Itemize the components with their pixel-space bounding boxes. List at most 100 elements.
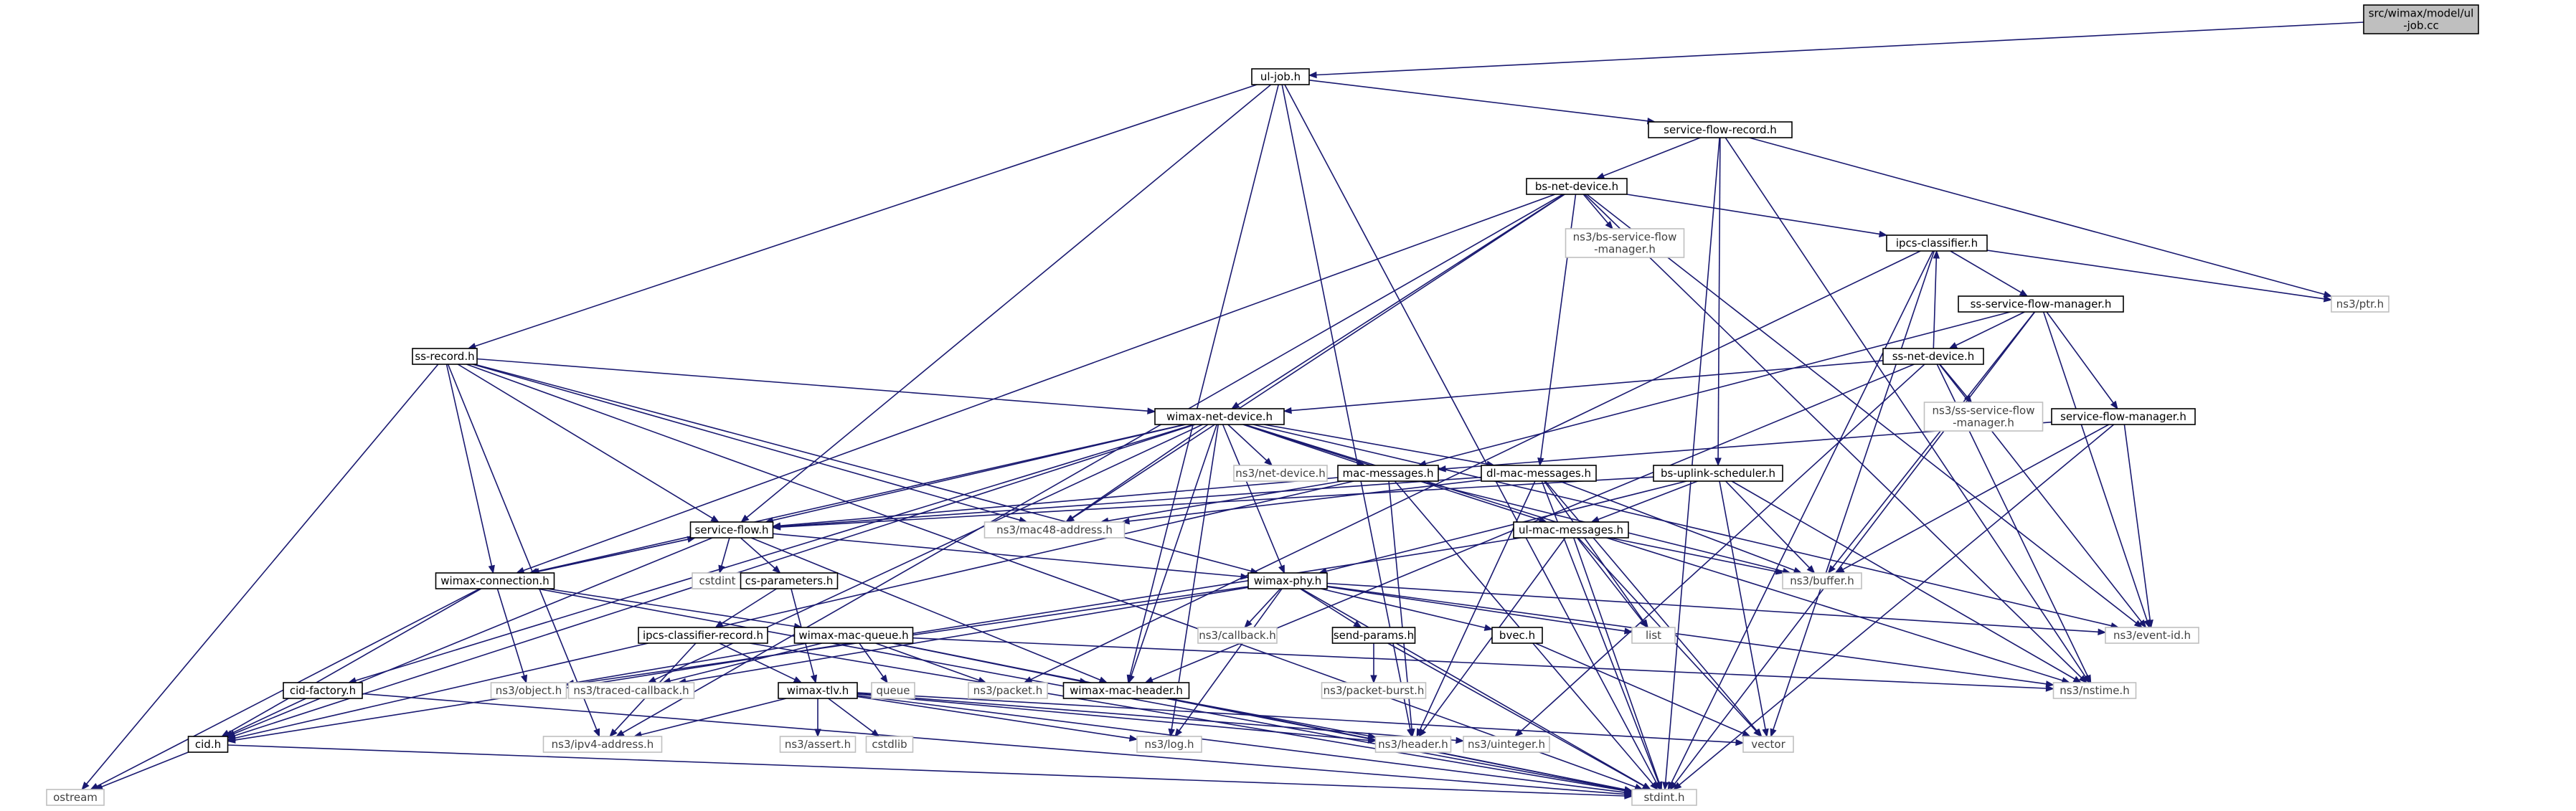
- edge-bsnet-to-wnd: [1230, 194, 1565, 409]
- node-label: ns3/traced-callback.h: [573, 684, 689, 697]
- edge-arrowhead: [1669, 781, 1678, 791]
- node-ipcsrec[interactable]: ipcs-classifier-record.h: [638, 627, 768, 644]
- node-uljob[interactable]: ul-job.h: [1251, 68, 1310, 85]
- node-ulmac[interactable]: ul-mac-messages.h: [1513, 521, 1629, 539]
- edge-layer: [81, 22, 2364, 800]
- edge-line: [1281, 84, 1411, 730]
- node-sflow[interactable]: service-flow.h: [689, 521, 774, 539]
- edge-line: [685, 587, 1249, 683]
- edge-line: [1071, 424, 1209, 518]
- node-bvec[interactable]: bvec.h: [1491, 627, 1543, 644]
- node-bsnet[interactable]: bs-net-device.h: [1526, 178, 1628, 195]
- node-ssnet[interactable]: ss-net-device.h: [1882, 348, 1984, 365]
- node-packet: ns3/packet.h: [968, 682, 1048, 699]
- edge-line: [740, 537, 775, 569]
- node-label: ipcs-classifier.h: [1896, 237, 1978, 250]
- edge-line: [1072, 194, 1565, 519]
- edge-line: [1284, 84, 1658, 784]
- edge-line: [466, 364, 1636, 788]
- edge-line: [1584, 194, 2082, 678]
- edge-arrowhead: [1878, 230, 1888, 238]
- edge-line: [857, 692, 1737, 744]
- edge-line: [1030, 250, 1921, 680]
- edge-line: [355, 424, 1194, 681]
- node-box: [778, 682, 858, 699]
- node-sendp[interactable]: send-params.h: [1331, 627, 1416, 644]
- edge-sflow-to-cstdint: [718, 537, 730, 574]
- node-vector: vector: [1742, 736, 1794, 753]
- edge-arrowhead: [1673, 782, 1682, 790]
- edge-uljob-to-sflow: [740, 84, 1272, 523]
- node-box: [1136, 736, 1202, 753]
- node-wtlv[interactable]: wimax-tlv.h: [778, 682, 858, 699]
- edge-line: [1308, 80, 1648, 122]
- edge-line: [235, 480, 1354, 739]
- edge-wphy-to-log: [1174, 588, 1283, 738]
- node-callback: ns3/callback.h: [1197, 627, 1278, 644]
- node-wmq[interactable]: wimax-mac-queue.h: [793, 627, 914, 644]
- node-label: bs-uplink-scheduler.h: [1661, 467, 1775, 480]
- edge-sfr-to-bsnet: [1595, 137, 1701, 179]
- edge-arrowhead: [1308, 71, 1317, 79]
- node-dlmac[interactable]: dl-mac-messages.h: [1481, 465, 1597, 482]
- node-wnd[interactable]: wimax-net-device.h: [1154, 408, 1285, 425]
- edge-sflow-to-wphy: [773, 533, 1250, 580]
- node-cid[interactable]: cid.h: [187, 736, 229, 753]
- edge-arrowhead: [1065, 515, 1075, 523]
- node-box: [1526, 178, 1628, 195]
- edge-wtlv-to-ipv4: [633, 698, 787, 739]
- edge-line: [476, 358, 1148, 412]
- node-box: [2363, 4, 2479, 34]
- edge-wtlv-to-uinteger: [857, 693, 1465, 744]
- node-root[interactable]: src/wimax/model/ul-job.cc: [2363, 4, 2479, 34]
- edge-arrowhead: [81, 781, 90, 791]
- edge-ulmac-to-buffer: [1610, 537, 1785, 575]
- node-label: wimax-connection.h: [440, 574, 549, 587]
- node-box: [1886, 234, 1988, 252]
- edge-line: [641, 698, 787, 736]
- edge-arrowhead: [1456, 736, 1465, 744]
- node-bsul[interactable]: bs-uplink-scheduler.h: [1653, 465, 1783, 482]
- node-label: bs-net-device.h: [1535, 180, 1618, 193]
- edge-line: [746, 84, 1272, 518]
- node-nstime: ns3/nstime.h: [2052, 682, 2137, 699]
- edge-arrowhead: [1770, 728, 1777, 738]
- edge-arrowhead: [1098, 676, 1108, 683]
- node-ipcs[interactable]: ipcs-classifier.h: [1886, 234, 1988, 252]
- node-box: [1374, 736, 1452, 753]
- node-macmsg[interactable]: mac-messages.h: [1337, 465, 1439, 482]
- node-log: ns3/log.h: [1136, 736, 1202, 753]
- node-cidf[interactable]: cid-factory.h: [283, 682, 363, 699]
- node-box: [1481, 465, 1597, 482]
- edge-uljob-to-ssrec: [467, 84, 1258, 350]
- node-sfm[interactable]: service-flow-manager.h: [2051, 408, 2196, 425]
- node-box: [412, 348, 478, 365]
- node-wmh[interactable]: wimax-mac-header.h: [1062, 682, 1190, 699]
- edge-arrowhead: [1735, 739, 1745, 746]
- node-box: [1331, 627, 1416, 644]
- edge-wphy-to-callback: [1244, 588, 1281, 628]
- node-box: [283, 682, 363, 699]
- edge-line: [773, 533, 1242, 577]
- edge-sfr-to-bsul: [1714, 137, 1722, 467]
- node-ssrec[interactable]: ss-record.h: [412, 348, 478, 365]
- node-box: [1631, 627, 1676, 644]
- node-label: ns3/event-id.h: [2113, 629, 2191, 642]
- edge-arrowhead: [1640, 619, 1648, 629]
- edge-line: [622, 194, 1564, 734]
- edge-line: [719, 642, 796, 680]
- edge-line: [1544, 480, 1645, 622]
- node-box: [1653, 465, 1783, 482]
- node-label: ns3/object.h: [496, 684, 562, 697]
- node-sssfm[interactable]: ss-service-flow-manager.h: [1958, 295, 2124, 313]
- node-box: [1491, 627, 1543, 644]
- node-wphy[interactable]: wimax-phy.h: [1247, 572, 1328, 589]
- node-wconn[interactable]: wimax-connection.h: [435, 572, 555, 589]
- node-sfr[interactable]: service-flow-record.h: [1648, 121, 1793, 138]
- node-ostream: ostream: [46, 789, 105, 806]
- node-csparam[interactable]: cs-parameters.h: [740, 572, 839, 589]
- edge-arrowhead: [714, 620, 724, 628]
- node-box: [793, 627, 914, 644]
- edge-arrowhead: [488, 564, 495, 574]
